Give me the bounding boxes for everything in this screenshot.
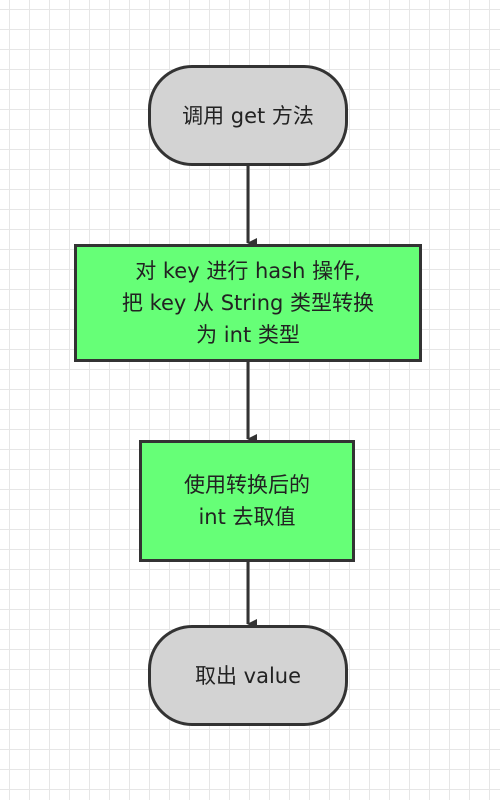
step2-node: 使用转换后的 int 去取值 — [139, 440, 355, 562]
step1-line: 把 key 从 String 类型转换 — [121, 291, 375, 315]
end-node: 取出 value — [148, 625, 348, 726]
step2-text: 使用转换后的 int 去取值 — [184, 469, 310, 533]
end-label: 取出 value — [194, 663, 302, 688]
step1-text: 对 key 进行 hash 操作, 把 key 从 String 类型转换 为 … — [122, 255, 374, 351]
step1-line: 为 int 类型 — [196, 323, 300, 347]
step2-line: 使用转换后的 — [184, 473, 310, 497]
start-label: 调用 get 方法 — [182, 103, 314, 128]
step2-line: int 去取值 — [198, 505, 296, 529]
step1-line: 对 key 进行 hash 操作, — [135, 259, 361, 283]
start-node: 调用 get 方法 — [148, 65, 348, 166]
step1-node: 对 key 进行 hash 操作, 把 key 从 String 类型转换 为 … — [74, 244, 422, 362]
